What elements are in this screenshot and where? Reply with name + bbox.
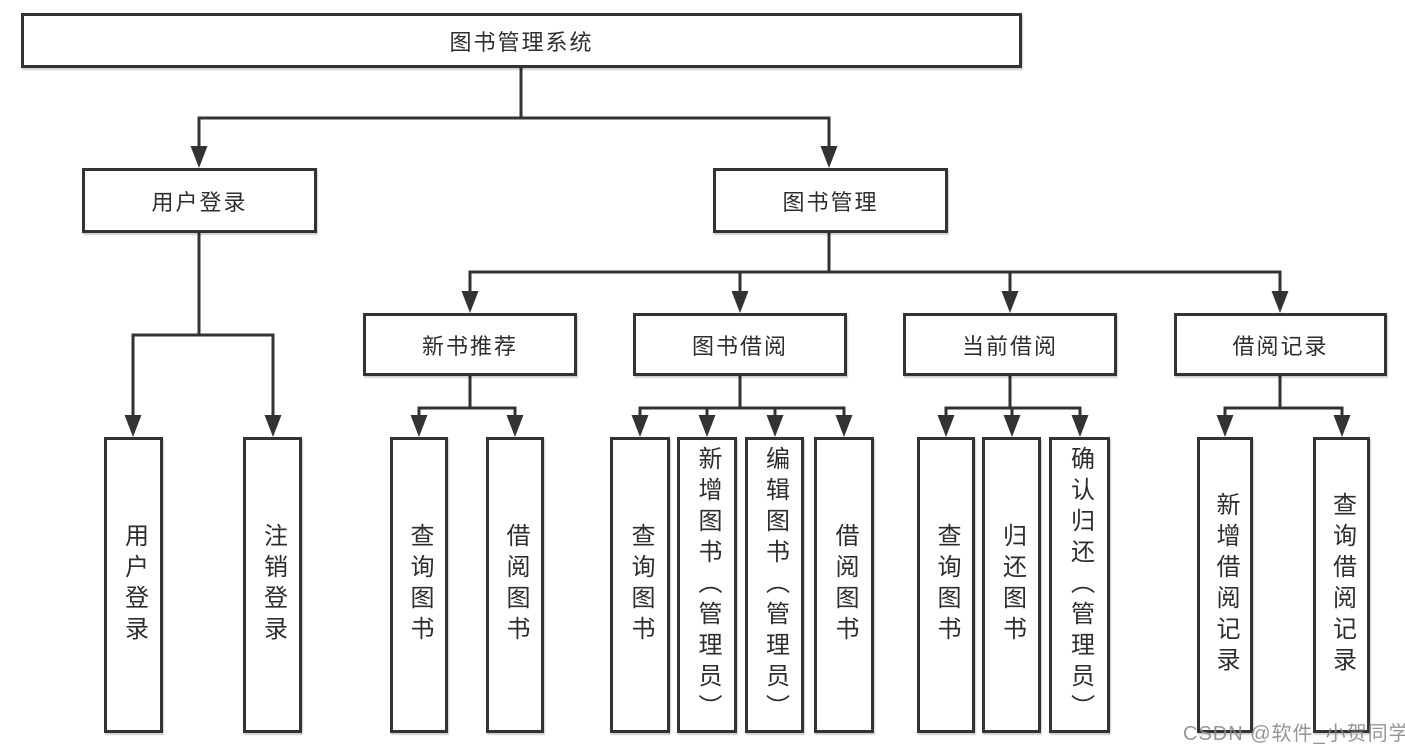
node-user-login-group: 用户登录 [82,168,317,233]
arrowhead-down [1003,415,1021,437]
connector-book-management-branch [468,231,1282,295]
arrowhead-down [698,415,716,437]
arrowhead-down [410,415,428,437]
arrowhead-down [1071,415,1089,437]
node-label: 归还图书 [998,523,1026,647]
connector-user-login-branch [131,231,275,419]
node-label: 注销登录 [259,523,287,647]
connector-current-borrow-branch [944,374,1082,421]
arrowhead-down [190,146,208,168]
node-library-system: 图书管理系统 [21,13,1022,68]
arrowhead-down [631,415,649,437]
node-new-book-recommend: 新书推荐 [363,313,577,376]
arrowhead-down [1333,415,1351,437]
leaf-query-borrow-record: 查询借阅记录 [1313,437,1370,733]
node-label: 借阅图书 [831,523,858,647]
leaf-return-book: 归还图书 [982,437,1041,733]
leaf-add-book-admin: 新增图书（管理员） [677,437,737,733]
node-label: 新增借阅记录 [1212,492,1239,678]
arrowhead-down [1271,291,1289,313]
node-label: 查询借阅记录 [1328,492,1356,678]
arrowhead-down [731,291,749,313]
leaf-query-books-recommend: 查询图书 [390,437,448,733]
node-label: 编辑图书（管理员） [761,445,789,725]
arrowhead-down [835,415,853,437]
csdn-watermark: CSDN @软件_小贺同学 [1183,723,1405,745]
arrowhead-down [124,415,142,437]
connector-new-book-branch [417,374,517,421]
leaf-query-books-borrow: 查询图书 [610,437,670,733]
arrowhead-down [820,146,838,168]
node-label: 查询图书 [627,523,654,647]
node-label: 借阅图书 [502,523,529,647]
node-label: 新增图书（管理员） [694,445,721,725]
leaf-confirm-return-admin: 确认归还（管理员） [1049,437,1110,733]
node-label: 查询图书 [406,523,433,647]
node-label: 用户登录 [151,189,248,215]
arrowhead-down [1216,415,1234,437]
node-book-management: 图书管理 [713,168,948,233]
node-label: 确认归还（管理员） [1066,445,1094,725]
node-label: 图书借阅 [691,333,788,359]
node-label: 用户登录 [120,523,148,647]
connector-book-borrow-branch [638,374,846,421]
leaf-user-login: 用户登录 [104,437,163,733]
arrowhead-down [506,415,524,437]
leaf-borrow-books-borrow: 借阅图书 [814,437,874,733]
leaf-borrow-books-recommend: 借阅图书 [486,437,544,733]
node-label: 查询图书 [933,523,960,647]
leaf-logout: 注销登录 [243,437,302,733]
arrowhead-down [264,415,282,437]
arrowhead-down [766,415,784,437]
node-label: 当前借阅 [961,333,1058,359]
connector-root-to-level2 [197,66,831,150]
leaf-edit-book-admin: 编辑图书（管理员） [745,437,804,733]
node-label: 图书管理 [782,189,879,215]
arrowhead-down [1001,291,1019,313]
node-label: 新书推荐 [421,333,518,359]
connector-borrow-records-branch [1223,374,1344,421]
leaf-add-borrow-record: 新增借阅记录 [1197,437,1253,733]
node-book-borrow: 图书借阅 [633,313,847,376]
node-current-borrow: 当前借阅 [903,313,1117,376]
arrowhead-down [937,415,955,437]
node-label: 借阅记录 [1232,333,1329,359]
node-borrow-records: 借阅记录 [1174,313,1387,376]
arrowhead-down [461,291,479,313]
leaf-query-books-current: 查询图书 [917,437,975,733]
node-label: 图书管理系统 [449,29,594,55]
